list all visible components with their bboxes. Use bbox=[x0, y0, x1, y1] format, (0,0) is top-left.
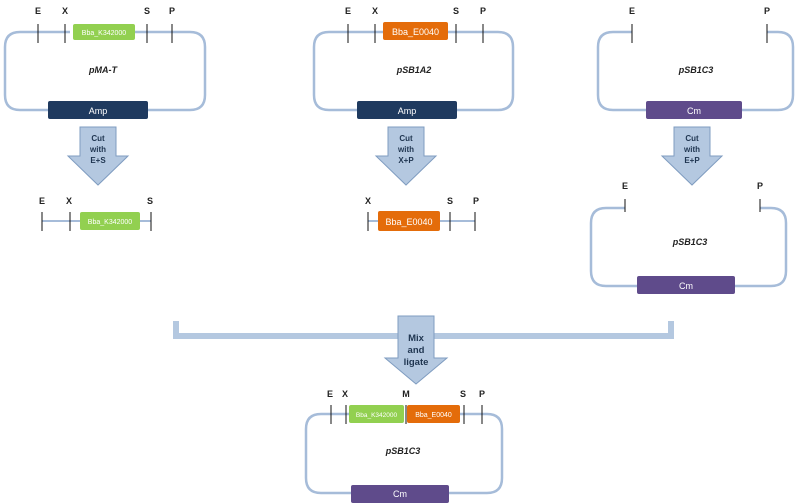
psb1c3-cut-site-e: E bbox=[622, 181, 628, 191]
psb1c3-top-marker-cm bbox=[646, 101, 742, 119]
fragment-k342000-part bbox=[80, 212, 140, 230]
psb1a2-part-e0040 bbox=[383, 22, 448, 40]
pmat-marker-amp bbox=[48, 101, 148, 119]
psb1c3-final-site-s: S bbox=[460, 389, 466, 399]
pmat-part-k342000 bbox=[73, 24, 135, 40]
arrow-cut-es-line1: Cut bbox=[91, 134, 105, 143]
psb1a2-marker-amp bbox=[357, 101, 457, 119]
fragment-k342000: E X S Bba_K342000 bbox=[39, 196, 153, 231]
fragment-e0040-part bbox=[378, 211, 440, 231]
pmat-site-e: E bbox=[35, 6, 41, 16]
arrow-cut-ep-shape bbox=[660, 126, 724, 186]
psb1c3-final-part-e0040-label: Bba_E0040 bbox=[415, 412, 452, 419]
mix-arrow-line3: ligate bbox=[404, 357, 429, 368]
psb1c3-cut-name: pSB1C3 bbox=[672, 237, 708, 247]
psb1c3-top-site-e: E bbox=[629, 6, 635, 16]
mix-arrow-line2: and bbox=[408, 345, 425, 356]
arrow-cut-ep: Cut with E+P bbox=[660, 126, 724, 186]
fragment-k342000-site-x: X bbox=[66, 196, 72, 206]
psb1a2-site-e: E bbox=[345, 6, 351, 16]
psb1a2-site-x: X bbox=[372, 6, 378, 16]
arrow-cut-es-shape bbox=[66, 126, 130, 186]
fragment-k342000-site-e: E bbox=[39, 196, 45, 206]
psb1c3-final-marker-cm-label: Cm bbox=[393, 489, 407, 499]
psb1c3-final-site-p: P bbox=[479, 389, 485, 399]
psb1c3-final-marker-cm bbox=[351, 485, 449, 503]
mix-arrow-shape bbox=[383, 315, 449, 385]
fragment-e0040-site-p: P bbox=[473, 196, 479, 206]
psb1c3-cut-marker-cm bbox=[637, 276, 735, 294]
pmat-site-p: P bbox=[169, 6, 175, 16]
plasmid-psb1a2: E X S P Bba_E0040 pSB1A2 Amp bbox=[312, 6, 515, 119]
arrow-cut-xp-line1: Cut bbox=[399, 134, 413, 143]
mix-ligate: Mix and ligate bbox=[173, 315, 674, 385]
mix-bracket-left-end bbox=[173, 321, 179, 339]
psb1c3-cut-site-p: P bbox=[757, 181, 763, 191]
psb1c3-cut-marker-cm-label: Cm bbox=[679, 281, 693, 291]
arrow-cut-ep-line3: E+P bbox=[684, 156, 700, 165]
arrow-cut-es: Cut with E+S bbox=[66, 126, 130, 186]
psb1c3-final-site-m: M bbox=[402, 389, 410, 399]
psb1c3-final-site-x: X bbox=[342, 389, 348, 399]
pmat-part-k342000-label: Bba_K342000 bbox=[82, 30, 126, 37]
psb1a2-name: pSB1A2 bbox=[396, 65, 432, 75]
arrow-cut-xp-shape bbox=[374, 126, 438, 186]
psb1a2-marker-amp-label: Amp bbox=[398, 106, 417, 116]
psb1a2-part-e0040-label: Bba_E0040 bbox=[392, 27, 439, 37]
psb1c3-top-name: pSB1C3 bbox=[678, 65, 714, 75]
pmat-marker-amp-label: Amp bbox=[89, 106, 108, 116]
arrow-cut-ep-line2: with bbox=[683, 145, 700, 154]
fragment-e0040-site-x: X bbox=[365, 196, 371, 206]
arrow-cut-xp-line2: with bbox=[397, 145, 414, 154]
fragment-k342000-part-label: Bba_K342000 bbox=[88, 219, 132, 226]
psb1c3-top-site-p: P bbox=[764, 6, 770, 16]
plasmid-pmat: E X S P Bba_K342000 pMA-T Amp bbox=[3, 6, 207, 119]
arrow-cut-ep-line1: Cut bbox=[685, 134, 699, 143]
fragment-e0040-site-s: S bbox=[447, 196, 453, 206]
psb1c3-final-name: pSB1C3 bbox=[385, 446, 421, 456]
psb1c3-final-part-e0040 bbox=[407, 405, 460, 423]
arrow-cut-xp: Cut with X+P bbox=[374, 126, 438, 186]
fragment-e0040: X S P Bba_E0040 bbox=[365, 196, 479, 231]
pmat-name: pMA-T bbox=[88, 65, 118, 75]
psb1c3-final-part-k342000 bbox=[349, 405, 404, 423]
arrow-cut-es-line2: with bbox=[89, 145, 106, 154]
mix-bracket-right-end bbox=[668, 321, 674, 339]
psb1c3-top-marker-cm-label: Cm bbox=[687, 106, 701, 116]
psb1a2-site-p: P bbox=[480, 6, 486, 16]
arrow-cut-es-line3: E+S bbox=[90, 156, 106, 165]
fragment-k342000-site-s: S bbox=[147, 196, 153, 206]
psb1c3-final-part-k342000-label: Bba_K342000 bbox=[356, 412, 398, 419]
plasmid-psb1c3-final: E X M S P Bba_K342000 Bba_E0040 pSB1C3 C… bbox=[304, 389, 504, 503]
plasmid-psb1c3-cut: E P pSB1C3 Cm bbox=[589, 181, 788, 294]
mix-arrow-line1: Mix bbox=[408, 333, 425, 344]
arrow-cut-xp-line3: X+P bbox=[398, 156, 414, 165]
psb1c3-final-site-e: E bbox=[327, 389, 333, 399]
fragment-e0040-part-label: Bba_E0040 bbox=[385, 217, 432, 227]
pmat-site-s: S bbox=[144, 6, 150, 16]
psb1c3-cut-backbone bbox=[589, 206, 788, 288]
pmat-site-x: X bbox=[62, 6, 68, 16]
psb1a2-site-s: S bbox=[453, 6, 459, 16]
plasmid-psb1c3-top: E P pSB1C3 Cm bbox=[596, 6, 795, 119]
